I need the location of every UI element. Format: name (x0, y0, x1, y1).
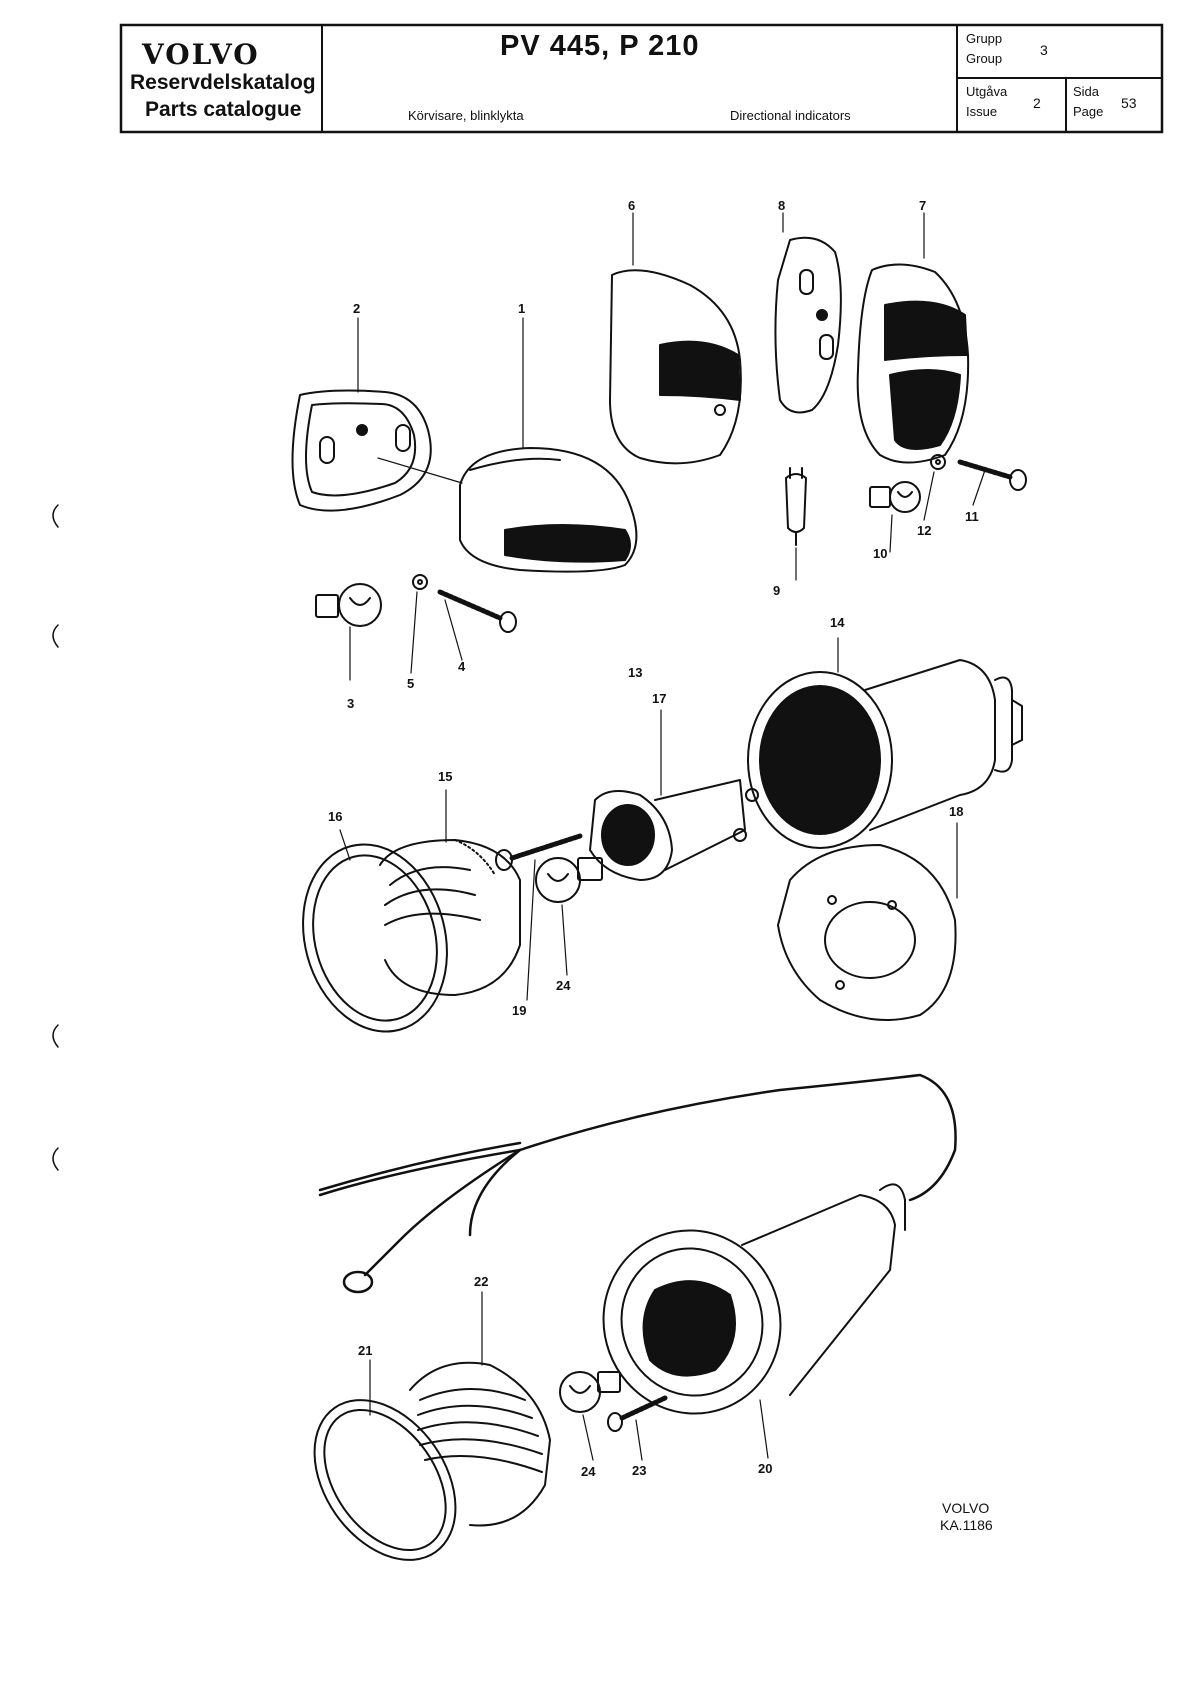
group-label-sv: Grupp (966, 31, 1003, 46)
callout-8: 8 (778, 198, 785, 213)
callout-5: 5 (407, 676, 414, 691)
part-14-housing (747, 659, 1023, 849)
part-2-gasket (291, 389, 432, 512)
part-12-washer (930, 454, 946, 470)
part-9-festoon-bulb (785, 467, 807, 546)
catalog-title-sv: Reservdelskatalog (130, 71, 316, 94)
part-4-screw (437, 589, 517, 633)
callout-14: 14 (830, 615, 845, 630)
callout-15: 15 (438, 769, 452, 784)
group-value: 3 (1040, 42, 1048, 58)
callout-2: 2 (353, 301, 360, 316)
part-10-bulb (869, 481, 921, 513)
callout-16: 16 (328, 809, 342, 824)
callout-leaders (339, 212, 986, 1461)
subtitle-sv: Körvisare, blinklykta (408, 108, 524, 123)
group-label-en: Group (966, 51, 1003, 66)
part-24-bulb-upper (535, 857, 603, 903)
part-21-rim (313, 1399, 457, 1561)
issue-label-en: Issue (966, 104, 998, 119)
binder-marks (52, 504, 59, 1171)
callout-3: 3 (347, 696, 354, 711)
callout-18: 18 (949, 804, 963, 819)
callout-17: 17 (652, 691, 666, 706)
callout-6: 6 (628, 198, 635, 213)
callout-4: 4 (458, 659, 466, 674)
page-value: 53 (1121, 95, 1137, 111)
callout-1: 1 (518, 301, 525, 316)
callout-23: 23 (632, 1463, 646, 1478)
part-20-housing (602, 1183, 906, 1415)
part-24-bulb-lower (559, 1371, 621, 1413)
callout-7: 7 (919, 198, 926, 213)
subtitle-en: Directional indicators (730, 108, 851, 123)
footer-code: KA.1186 (940, 1517, 993, 1533)
issue-label-sv: Utgåva (966, 84, 1008, 99)
part-18-cover (777, 844, 957, 1021)
callout-9: 9 (773, 583, 780, 598)
part-15-lens (379, 839, 521, 996)
part-19-screw (495, 833, 583, 871)
part-6-housing (609, 269, 742, 465)
callout-24-upper: 24 (556, 978, 571, 993)
brand-logo: VOLVO (142, 38, 260, 71)
callout-21: 21 (358, 1343, 372, 1358)
part-16-rim (302, 843, 448, 1033)
part-3-bulb (315, 583, 382, 627)
cable-harness (318, 1073, 957, 1294)
leader-line (377, 457, 463, 484)
callout-13: 13 (628, 665, 642, 680)
callout-10: 10 (873, 546, 887, 561)
catalog-title-en: Parts catalogue (145, 98, 302, 121)
callout-19: 19 (512, 1003, 526, 1018)
part-8-gasket (774, 236, 842, 414)
part-7-housing (856, 263, 970, 464)
part-22-lens (409, 1361, 551, 1527)
callout-20: 20 (758, 1461, 772, 1476)
issue-value: 2 (1033, 95, 1041, 111)
page-label-en: Page (1073, 104, 1104, 119)
model-title: PV 445, P 210 (500, 30, 700, 62)
callout-12: 12 (917, 523, 931, 538)
part-17-socket-plate (589, 779, 759, 881)
callout-22: 22 (474, 1274, 488, 1289)
callout-11: 11 (965, 509, 979, 524)
part-23-screw (607, 1395, 668, 1432)
part-1-front-indicator (459, 447, 638, 573)
footer-brand: VOLVO (942, 1500, 990, 1516)
callout-numbers: 1 2 3 4 5 6 7 8 9 10 11 12 13 14 15 16 1… (328, 198, 979, 1479)
header-frame (119, 23, 1164, 134)
part-5-washer (412, 574, 428, 590)
page-label-sv: Sida (1073, 84, 1100, 99)
part-11-screw (957, 459, 1027, 491)
callout-24-lower: 24 (581, 1464, 596, 1479)
